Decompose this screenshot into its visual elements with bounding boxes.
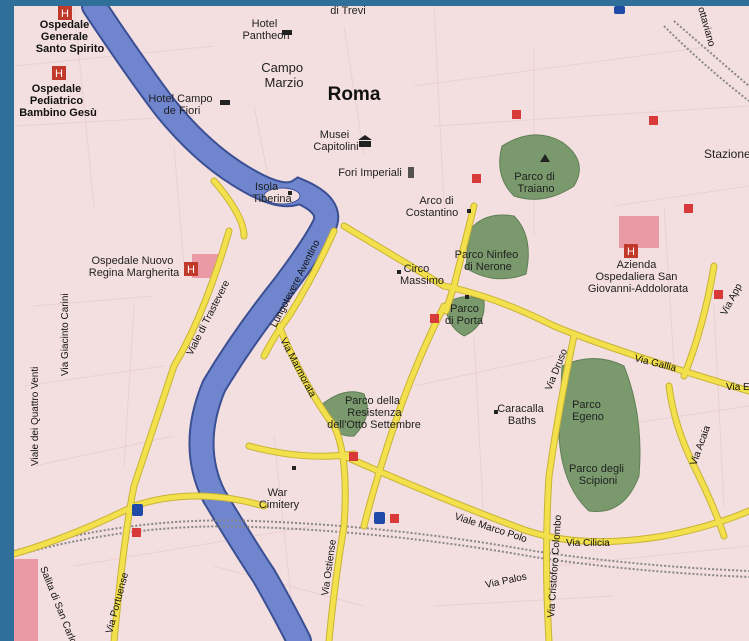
bus-icons	[132, 6, 625, 524]
road-isola	[211, 178, 247, 239]
road-via-cristoforo-colombo	[544, 333, 577, 641]
road-via-appia	[681, 263, 717, 379]
svg-text:H: H	[187, 264, 195, 276]
hospital-icon[interactable]: H	[58, 6, 72, 20]
label-parco-scipioni[interactable]: Parco degli Scipioni	[569, 463, 627, 487]
street-grid	[14, 6, 749, 627]
metro-icon[interactable]	[430, 314, 439, 323]
hospital-icon[interactable]: H	[624, 244, 638, 258]
label-campo-marzio[interactable]: Campo Marzio	[261, 60, 307, 90]
site-marker-icon	[288, 191, 292, 195]
map-canvas[interactable]: H H H H Ospedale Generale	[14, 6, 749, 641]
road-label-via-gallia[interactable]: Via Gallia	[633, 353, 677, 374]
hospital-label-san-giovanni[interactable]: Azienda Ospedaliera San Giovanni-Addolor…	[588, 259, 689, 295]
road-connector	[246, 443, 357, 459]
label-di-trevi[interactable]: di Trevi	[330, 6, 365, 17]
map-svg: H H H H Ospedale Generale	[14, 6, 749, 641]
road-label-viale-dei-quattro-venti[interactable]: Viale dei Quattro Venti	[30, 367, 41, 466]
road-lungotevere-aventino	[261, 228, 337, 359]
metro-icon[interactable]	[349, 452, 358, 461]
park-ninfeo-area	[465, 214, 529, 280]
park-traiano-area	[499, 134, 580, 200]
svg-text:H: H	[55, 68, 63, 80]
label-parco-resistenza[interactable]: Parco della Resistenza dell'Otto Settemb…	[327, 395, 421, 431]
hospital-icons: H H H H	[52, 6, 638, 276]
hospital-label-santo-spirito[interactable]: Ospedale Generale Santo Spirito	[36, 19, 105, 55]
city-label[interactable]: Roma	[328, 84, 381, 105]
road-via-acaia	[666, 383, 727, 539]
road-label-via-el[interactable]: Via El	[726, 382, 749, 393]
svg-text:H: H	[61, 8, 69, 20]
poi-icons	[220, 30, 550, 470]
parks-layer	[319, 134, 641, 513]
park-porta-area	[445, 296, 485, 337]
metro-icon[interactable]	[649, 116, 658, 125]
metro-icon[interactable]	[390, 514, 399, 523]
label-parco-di-porta[interactable]: Parco di Porta	[445, 303, 484, 327]
hospital-label-regina-margherita[interactable]: Ospedale Nuovo Regina Margherita	[89, 255, 180, 279]
hotel-icon	[220, 100, 230, 105]
site-marker-icon	[465, 295, 469, 299]
road-label-via-palos[interactable]: Via Palos	[484, 571, 527, 591]
label-isola-tiberina[interactable]: Isola Tiberina	[252, 181, 292, 205]
label-parco-di-traiano[interactable]: Parco di Traiano	[514, 171, 557, 195]
label-war-cimitery[interactable]: War Cimitery	[259, 487, 300, 511]
hotel-icon	[282, 30, 292, 35]
park-labels: Parco di Traiano Parco Ninfeo di Nerone …	[327, 171, 627, 487]
hospital-label-bambino-gesu[interactable]: Ospedale Pediatrico Bambino Gesù	[19, 83, 97, 119]
main-roads	[14, 177, 749, 641]
site-marker-icon	[397, 270, 401, 274]
svg-text:H: H	[627, 246, 635, 258]
place-labels: di Trevi Hotel Pantheon Campo Marzio Rom…	[148, 6, 749, 511]
road-via-druso-north	[361, 303, 447, 529]
site-marker-icon	[494, 410, 498, 414]
label-hotel-pantheon[interactable]: Hotel Pantheon	[242, 18, 289, 42]
road-viale-marco-polo	[341, 453, 749, 545]
hospital-icon[interactable]: H	[52, 66, 66, 80]
road-label-via-appia[interactable]: Via App	[719, 282, 745, 318]
metro-icons	[132, 110, 723, 537]
label-parco-egeno[interactable]: Parco Egeno	[572, 399, 604, 423]
site-marker-icon	[292, 466, 296, 470]
label-hotel-campo-de-fiori[interactable]: Hotel Campo de Fiori	[148, 93, 215, 117]
metro-icon[interactable]	[714, 290, 723, 299]
park-egeno-scipioni-area	[558, 358, 641, 513]
stazione-block	[14, 559, 38, 641]
hospital-icon[interactable]: H	[184, 262, 198, 276]
blocks-layer	[14, 216, 659, 641]
road-circus	[443, 203, 477, 314]
metro-icon[interactable]	[472, 174, 481, 183]
label-parco-ninfeo[interactable]: Parco Ninfeo di Nerone	[455, 249, 522, 273]
san-giovanni-block	[619, 216, 659, 248]
label-musei-capitolini[interactable]: Musei Capitolini	[313, 129, 358, 153]
metro-icon[interactable]	[132, 528, 141, 537]
road-label-via-cilicia[interactable]: Via Cilicia	[566, 538, 610, 549]
fork-knife-icon	[408, 167, 414, 178]
site-marker-icon	[467, 209, 471, 213]
road-via-marmorata	[276, 323, 348, 641]
road-label-salita-di-san-carlo[interactable]: Salita di San Carlo	[37, 565, 78, 641]
label-stazione[interactable]: Stazione	[704, 147, 749, 161]
road-label-via-acaia[interactable]: Via Acaia	[688, 424, 713, 467]
tree-icon	[540, 154, 550, 162]
railway-lines	[14, 20, 749, 578]
road-viale-trastevere	[111, 228, 232, 641]
museum-icon	[358, 135, 372, 147]
road-label-via-marmorata[interactable]: Via Marmorata	[277, 336, 318, 399]
road-label-ottaviano[interactable]: ottaviano	[695, 6, 717, 48]
road-label-via-giacinto-carini[interactable]: Via Giacinto Carini	[60, 293, 71, 376]
metro-icon[interactable]	[684, 204, 693, 213]
road-labels: Viale di Trastevere Lungotevere Aventino…	[30, 6, 749, 641]
road-via-gallia	[341, 223, 749, 394]
label-fori-imperiali[interactable]: Fori Imperiali	[338, 167, 402, 179]
hospital-labels: Ospedale Generale Santo Spirito Ospedale…	[19, 19, 689, 295]
bus-stop-icon[interactable]	[132, 504, 143, 516]
label-arco-di-costantino[interactable]: Arco di Costantino	[406, 195, 459, 219]
label-circo-massimo[interactable]: Circo Massimo	[400, 263, 444, 287]
label-caracalla-baths[interactable]: Caracalla Baths	[497, 403, 547, 427]
bus-stop-icon[interactable]	[374, 512, 385, 524]
bus-stop-icon[interactable]	[614, 6, 625, 14]
metro-icon[interactable]	[512, 110, 521, 119]
